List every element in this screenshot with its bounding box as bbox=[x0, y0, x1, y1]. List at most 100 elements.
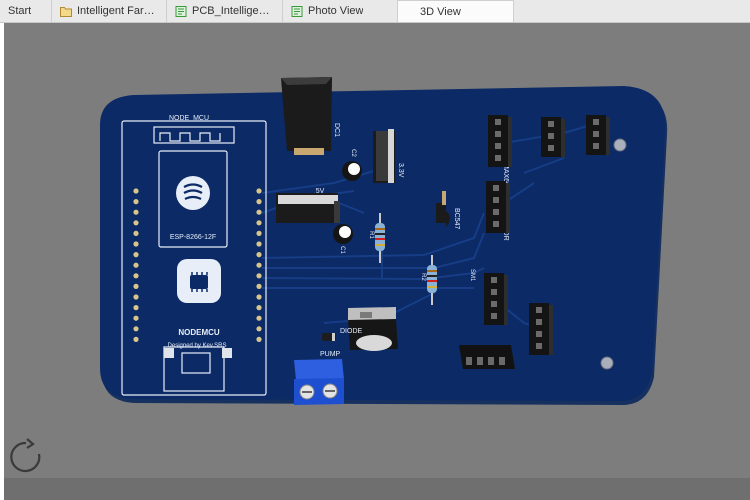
header-pin bbox=[133, 262, 139, 268]
header-socket bbox=[536, 319, 542, 325]
label-r2: R2 bbox=[420, 273, 426, 281]
left-panel-edge bbox=[0, 23, 4, 500]
header-pin bbox=[256, 326, 262, 332]
header-socket bbox=[593, 143, 599, 149]
header-pin bbox=[133, 283, 139, 289]
regulator-3v3 bbox=[373, 129, 395, 183]
header-socket bbox=[536, 331, 542, 337]
document-tab-bar: Start Intelligent Farmin… PCB_Intelligen… bbox=[0, 0, 750, 23]
label-c2: C2 bbox=[350, 149, 356, 157]
mounting-hole bbox=[613, 138, 627, 152]
diode bbox=[322, 333, 336, 341]
header-pin bbox=[256, 305, 262, 311]
button-switch bbox=[164, 348, 174, 358]
header-socket bbox=[491, 301, 497, 307]
reset-view-button[interactable] bbox=[8, 438, 44, 476]
header-socket bbox=[493, 197, 499, 203]
header-pin bbox=[256, 252, 262, 258]
header-socket bbox=[536, 307, 542, 313]
esp-wifi-logo bbox=[176, 176, 210, 210]
label-pump: PUMP bbox=[320, 351, 341, 358]
mounting-hole bbox=[600, 356, 614, 370]
header-pin bbox=[133, 230, 139, 236]
header-socket bbox=[495, 155, 501, 161]
header-socket bbox=[548, 145, 554, 151]
tab-pcb[interactable]: PCB_Intelligent F… bbox=[167, 0, 283, 22]
header-pin bbox=[256, 230, 262, 236]
header-socket bbox=[495, 119, 501, 125]
header-socket bbox=[495, 131, 501, 137]
label-3v3: 3.3V bbox=[397, 163, 404, 178]
folder-icon bbox=[60, 6, 72, 17]
pcb-document-icon bbox=[175, 5, 187, 17]
header-pin bbox=[133, 188, 139, 194]
tab-project[interactable]: Intelligent Farmin… bbox=[52, 0, 167, 22]
3d-viewport[interactable]: NODE_MCU ESP-8266-12F NODEMCU Designed b… bbox=[4, 23, 750, 478]
pcb-document-icon bbox=[291, 5, 303, 17]
bottom-header bbox=[459, 345, 515, 369]
label-r1: R1 bbox=[368, 231, 374, 239]
header-pin bbox=[133, 273, 139, 279]
tab-photo-view[interactable]: Photo View bbox=[283, 0, 398, 22]
regulator-5v bbox=[276, 193, 340, 223]
header-pin bbox=[256, 209, 262, 215]
header-pin bbox=[133, 220, 139, 226]
dc-label: DC1 bbox=[333, 123, 340, 137]
tab-3d-view[interactable]: 3D View bbox=[398, 0, 514, 22]
header-connectors bbox=[484, 115, 610, 355]
designer-credit: Designed by Kev.SRS bbox=[168, 343, 227, 349]
female-header bbox=[529, 303, 549, 355]
female-header bbox=[486, 181, 506, 233]
header-pin bbox=[256, 273, 262, 279]
header-socket bbox=[493, 209, 499, 215]
module-model: ESP-8266-12F bbox=[170, 234, 216, 241]
header-pin bbox=[256, 283, 262, 289]
header-pin bbox=[256, 199, 262, 205]
header-socket bbox=[491, 313, 497, 319]
header-pin bbox=[256, 315, 262, 321]
label-diode: DIODE bbox=[340, 328, 363, 335]
header-pin bbox=[133, 336, 139, 342]
label-sm1: SM1 bbox=[469, 269, 475, 282]
resistor-r2 bbox=[427, 255, 437, 305]
header-socket bbox=[536, 343, 542, 349]
label-5v: 5V bbox=[316, 188, 325, 195]
header-socket bbox=[491, 289, 497, 295]
tab-pcb-label: PCB_Intelligent F… bbox=[192, 5, 274, 17]
dc-jack bbox=[281, 77, 332, 155]
header-pin bbox=[133, 315, 139, 321]
button-switch bbox=[222, 348, 232, 358]
capacitor-c1 bbox=[333, 224, 353, 244]
label-bc547: BC547 bbox=[453, 208, 460, 230]
tab-start[interactable]: Start bbox=[0, 0, 52, 22]
nodemcu-header-pins bbox=[133, 188, 262, 342]
header-pin bbox=[256, 241, 262, 247]
header-socket bbox=[495, 143, 501, 149]
resistor-r1 bbox=[375, 213, 385, 263]
tab-photo-view-label: Photo View bbox=[308, 5, 364, 17]
header-pin bbox=[256, 220, 262, 226]
header-pin bbox=[133, 294, 139, 300]
tab-project-label: Intelligent Farmin… bbox=[77, 5, 158, 17]
header-socket bbox=[593, 119, 599, 125]
header-pin bbox=[256, 262, 262, 268]
header-pin bbox=[133, 252, 139, 258]
female-header bbox=[488, 115, 508, 167]
refresh-icon bbox=[10, 438, 41, 473]
header-pin bbox=[133, 199, 139, 205]
transistor-bc547 bbox=[436, 191, 450, 227]
tab-start-label: Start bbox=[8, 5, 32, 17]
pcb-3d-render[interactable]: NODE_MCU ESP-8266-12F NODEMCU Designed b… bbox=[4, 23, 750, 478]
module-title: NODE_MCU bbox=[169, 115, 209, 122]
pump-terminal-block bbox=[294, 359, 344, 405]
header-pin bbox=[256, 294, 262, 300]
header-socket bbox=[593, 131, 599, 137]
nodemcu-footprint bbox=[121, 120, 267, 396]
header-pin bbox=[256, 188, 262, 194]
capacitor-c2 bbox=[342, 161, 362, 181]
header-pin bbox=[133, 209, 139, 215]
header-pin bbox=[133, 326, 139, 332]
viewport-bottom-edge bbox=[4, 478, 750, 500]
tab-3d-view-label: 3D View bbox=[420, 5, 461, 18]
header-pin bbox=[133, 305, 139, 311]
